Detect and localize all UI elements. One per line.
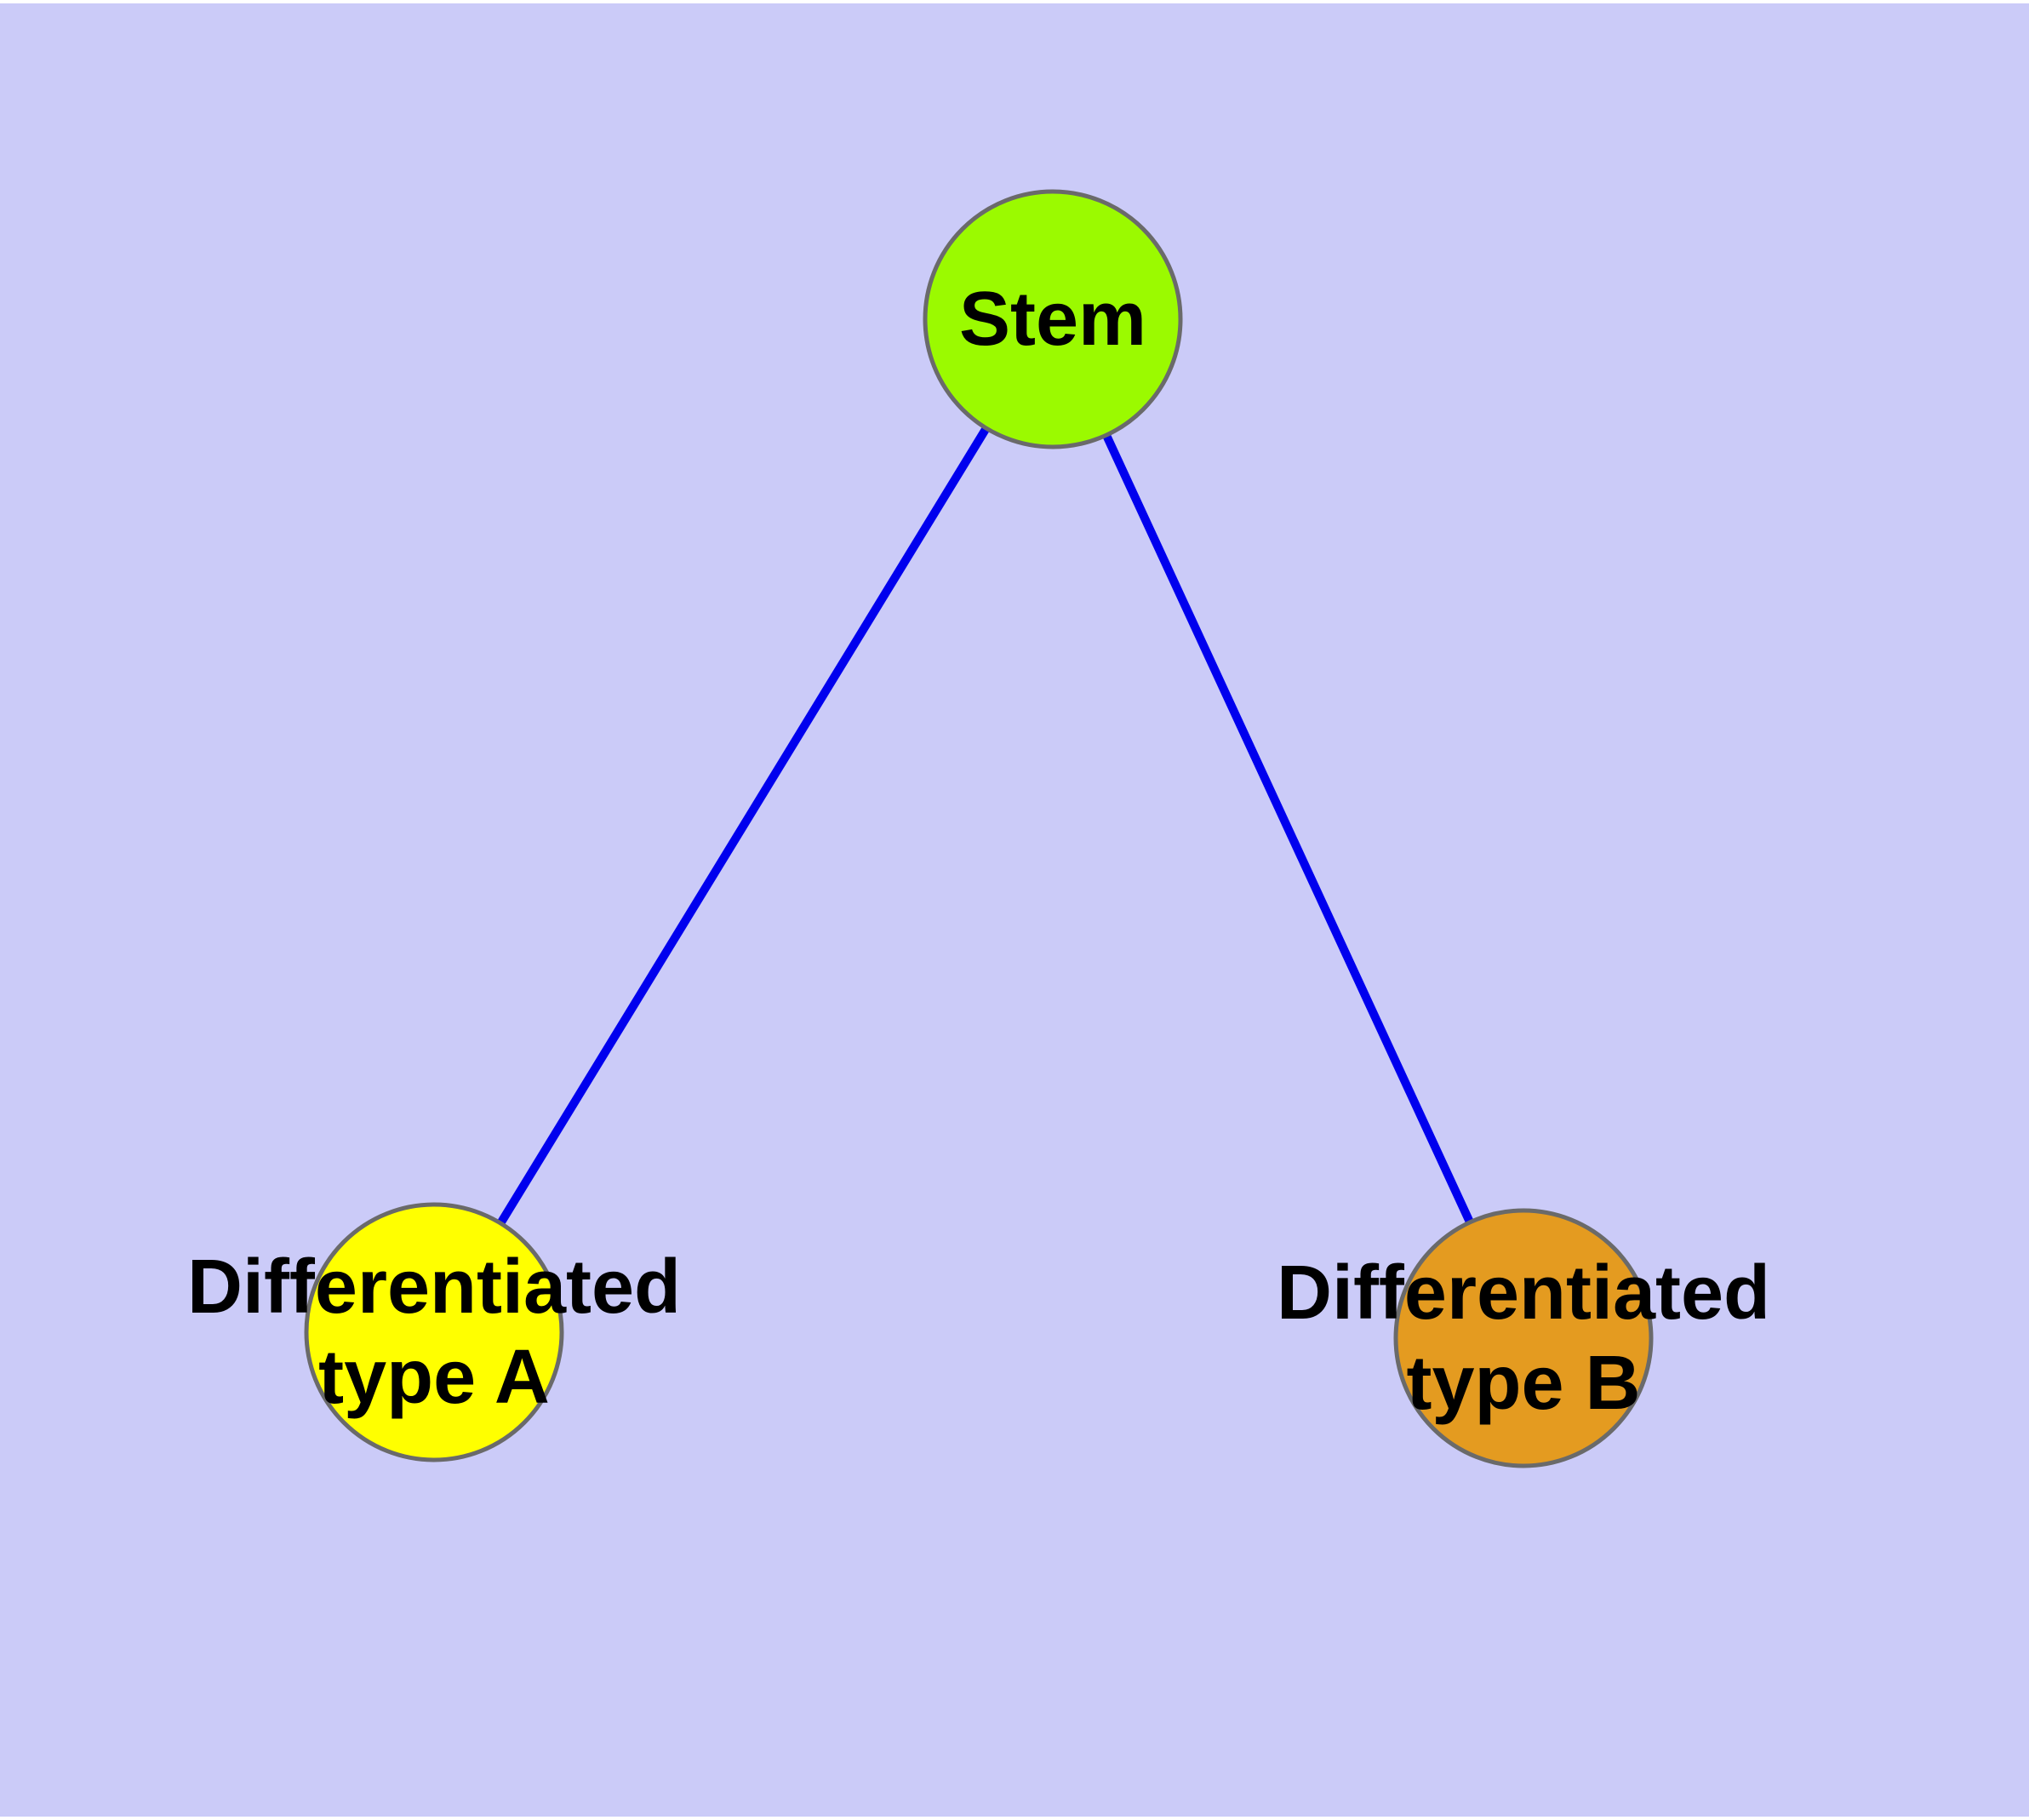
node-diff-a [304, 1202, 564, 1462]
node-label-line: type B [1406, 1341, 1640, 1426]
nodes-layer [304, 189, 1654, 1468]
node-label-line: type A [318, 1335, 550, 1420]
edge-stem-diff-b [1049, 317, 1528, 1341]
edge-stem-diff-a [430, 317, 1057, 1335]
node-label-stem: Stem [959, 277, 1146, 362]
node-stem [923, 189, 1183, 449]
edges-layer [430, 317, 1528, 1341]
node-label-line: Differentiated [1277, 1251, 1770, 1336]
node-label-line: Differentiated [187, 1245, 681, 1330]
node-label-line: Stem [959, 277, 1146, 362]
node-diff-b [1393, 1208, 1654, 1468]
